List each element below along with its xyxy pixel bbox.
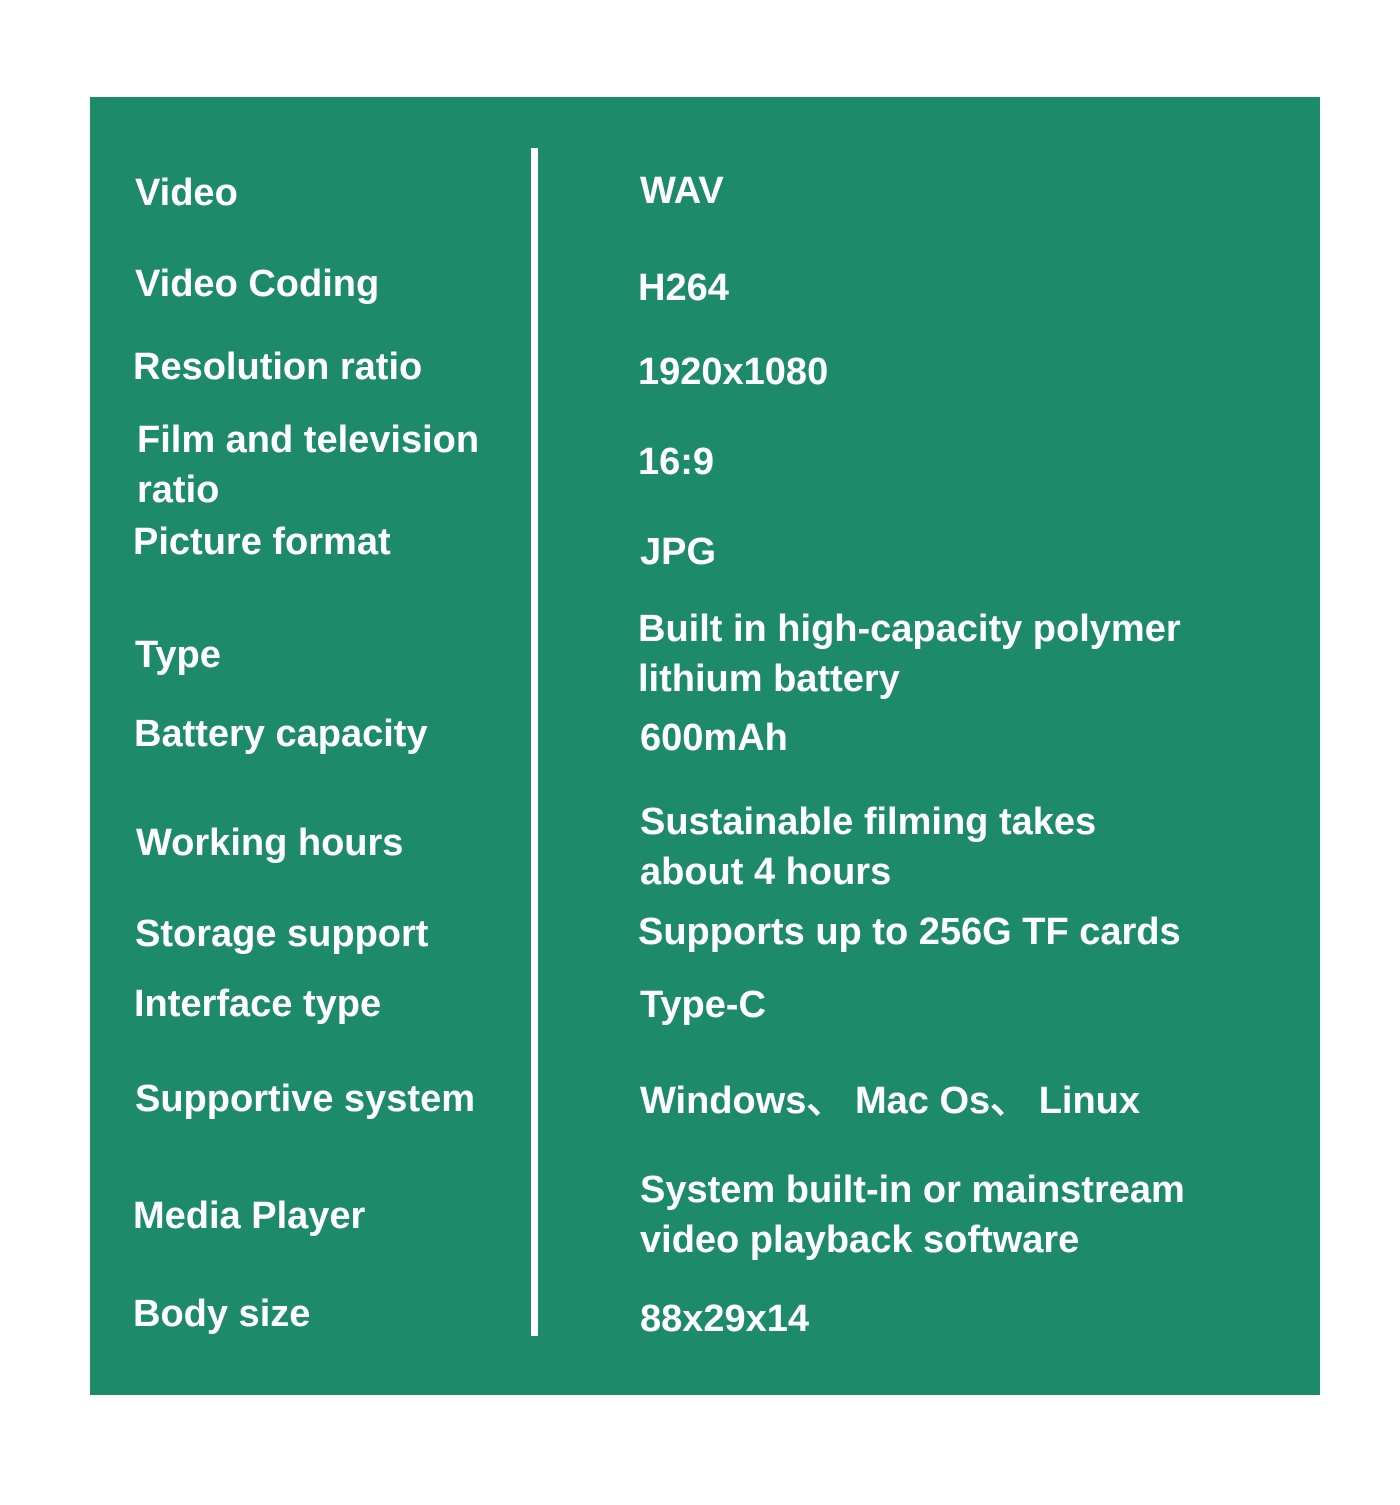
spec-value-interface-type: Type-C xyxy=(640,984,766,1026)
spec-label-battery-capacity: Battery capacity xyxy=(134,713,428,755)
spec-label-picture-format: Picture format xyxy=(133,521,391,563)
spec-value-battery-capacity: 600mAh xyxy=(640,717,788,759)
spec-value-storage-support: Supports up to 256G TF cards xyxy=(638,911,1181,953)
spec-value-resolution-ratio: 1920x1080 xyxy=(638,351,829,393)
spec-value-type: Built in high-capacity polymer lithium b… xyxy=(638,604,1181,704)
spec-value-supportive-system: Windows、 Mac Os、 Linux xyxy=(640,1080,1141,1122)
spec-label-video: Video xyxy=(135,172,238,214)
spec-label-interface-type: Interface type xyxy=(134,983,382,1025)
spec-label-supportive-system: Supportive system xyxy=(135,1078,475,1120)
spec-label-resolution-ratio: Resolution ratio xyxy=(133,346,423,388)
spec-label-storage-support: Storage support xyxy=(135,913,429,955)
spec-label-body-size: Body size xyxy=(133,1293,311,1335)
spec-value-video-coding: H264 xyxy=(638,267,729,309)
spec-value-video: WAV xyxy=(640,170,724,212)
spec-panel xyxy=(90,97,1320,1395)
spec-value-type-line-2: lithium battery xyxy=(638,658,900,700)
spec-label-film-ratio-line-2: ratio xyxy=(137,469,220,511)
column-divider xyxy=(531,148,538,1336)
spec-label-film-ratio-line-1: Film and television xyxy=(137,419,480,461)
spec-value-working-hours-line-1: Sustainable filming takes xyxy=(640,801,1097,843)
spec-value-working-hours: Sustainable filming takes about 4 hours xyxy=(640,797,1096,897)
spec-value-body-size: 88x29x14 xyxy=(640,1298,810,1340)
spec-label-video-coding: Video Coding xyxy=(135,263,380,305)
spec-value-media-player: System built-in or mainstream video play… xyxy=(640,1165,1185,1265)
spec-value-media-player-line-1: System built-in or mainstream xyxy=(640,1169,1185,1211)
spec-label-film-ratio: Film and television ratio xyxy=(137,415,479,515)
spec-value-working-hours-line-2: about 4 hours xyxy=(640,851,892,893)
spec-label-media-player: Media Player xyxy=(133,1195,366,1237)
spec-value-picture-format: JPG xyxy=(640,531,717,573)
spec-value-media-player-line-2: video playback software xyxy=(640,1219,1080,1261)
spec-label-type: Type xyxy=(135,634,221,676)
spec-value-film-ratio: 16:9 xyxy=(638,441,715,483)
spec-value-type-line-1: Built in high-capacity polymer xyxy=(638,608,1181,650)
spec-label-working-hours: Working hours xyxy=(136,822,404,864)
